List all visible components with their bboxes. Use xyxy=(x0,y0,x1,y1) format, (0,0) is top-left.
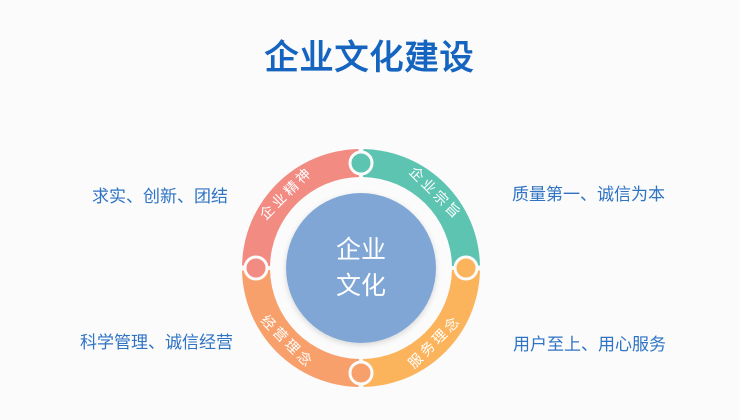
note-enterprise-purpose: 质量第一、诚信为本 xyxy=(512,185,665,205)
center-circle xyxy=(286,193,436,343)
puzzle-knob xyxy=(348,360,374,386)
center-label-line1: 企业 xyxy=(335,235,386,264)
note-management-philosophy: 科学管理、诚信经营 xyxy=(80,333,233,353)
page-title: 企业文化建设 xyxy=(264,38,475,78)
note-enterprise-spirit: 求实、创新、团结 xyxy=(92,187,228,207)
segment-enterprise-purpose xyxy=(362,149,480,267)
segment-enterprise-spirit xyxy=(242,149,360,267)
center-label-line2: 文化 xyxy=(335,271,386,300)
segment-service-philosophy xyxy=(362,269,480,387)
segment-management-philosophy xyxy=(242,269,360,387)
puzzle-knob xyxy=(453,255,479,281)
puzzle-knob xyxy=(348,150,374,176)
center-label: 企业 文化 xyxy=(311,232,411,304)
note-service-philosophy: 用户至上、用心服务 xyxy=(513,335,666,355)
puzzle-knob xyxy=(243,255,269,281)
